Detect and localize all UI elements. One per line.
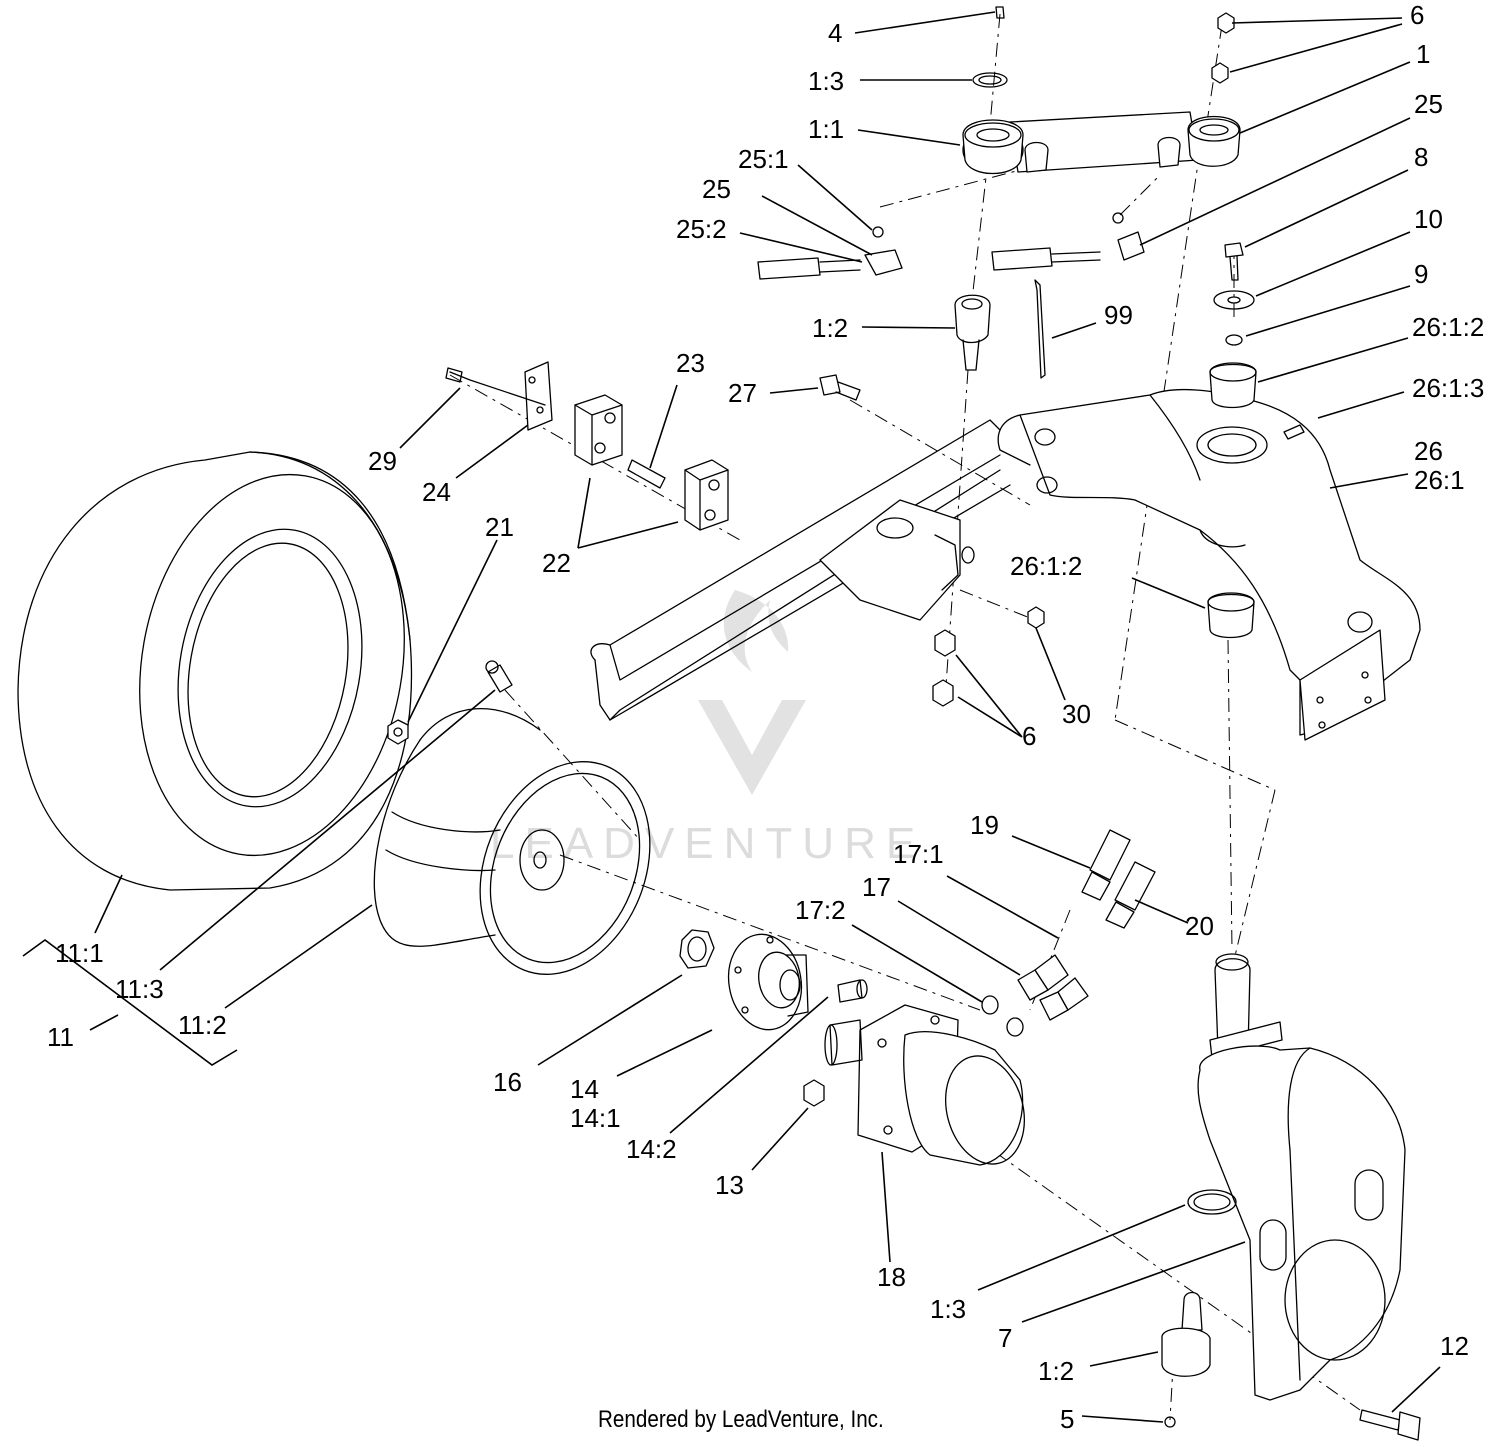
callout-6-upper: 6 <box>1410 0 1424 30</box>
callout-30: 30 <box>1062 699 1091 729</box>
callout-27: 27 <box>728 378 757 408</box>
callout-1: 1 <box>1416 39 1430 69</box>
clamp-blocks <box>574 394 729 531</box>
caster-fork <box>1197 953 1406 1401</box>
stud-bolt <box>837 979 868 1003</box>
callout-11-3: 11:3 <box>115 974 164 1004</box>
quick-couplers <box>1081 829 1156 929</box>
jam-nuts-lower <box>932 629 956 707</box>
callout-26-1-3: 26:1:3 <box>1412 373 1484 403</box>
callout-25-2: 25:2 <box>676 214 727 244</box>
steering-cylinder <box>962 111 1241 175</box>
retaining-ring-lower <box>1187 1189 1237 1215</box>
motor-nut <box>803 1079 825 1107</box>
mounting-bracket <box>445 361 553 431</box>
jam-nuts-upper <box>1211 12 1235 84</box>
callout-17-1: 17:1 <box>893 839 944 869</box>
leader-lines <box>22 11 1441 1423</box>
callout-16: 16 <box>493 1067 522 1097</box>
callout-17-2: 17:2 <box>795 895 846 925</box>
callout-26-1-2-upper: 26:1:2 <box>1412 312 1484 342</box>
flame-logo-icon <box>723 590 789 672</box>
callout-21: 21 <box>485 512 514 542</box>
v-logo-icon <box>698 700 806 795</box>
tire <box>17 451 413 891</box>
callout-25-1: 25:1 <box>738 144 789 174</box>
rendered-by-footer: Rendered by LeadVenture, Inc. <box>598 1406 884 1433</box>
callout-19: 19 <box>970 810 999 840</box>
assembly-centerlines <box>449 13 1361 1421</box>
caster-frame <box>997 388 1421 741</box>
callout-9: 9 <box>1414 259 1428 289</box>
callout-11: 11 <box>47 1022 74 1052</box>
callout-1-2-lower: 1:2 <box>1038 1356 1074 1386</box>
callout-1-2-upper: 1:2 <box>812 313 848 343</box>
callout-99: 99 <box>1104 300 1133 330</box>
callout-5: 5 <box>1060 1404 1074 1434</box>
wheel-hub <box>727 933 809 1031</box>
mounting-channel <box>590 419 1011 721</box>
pivot-bolt <box>1359 1409 1421 1441</box>
hydraulic-motor <box>824 1004 1026 1166</box>
watermark: LEADVENTURE <box>490 590 925 868</box>
callout-11-1: 11:1 <box>55 938 104 968</box>
watermark-text: LEADVENTURE <box>490 819 925 868</box>
callout-14: 14 <box>570 1074 599 1104</box>
ball-joint-lower <box>1161 1291 1211 1377</box>
callout-1-3-upper: 1:3 <box>808 66 844 96</box>
callout-18: 18 <box>877 1262 906 1292</box>
lug-nut <box>387 719 409 745</box>
callout-10: 10 <box>1414 204 1443 234</box>
callout-24: 24 <box>422 477 451 507</box>
callout-14-2: 14:2 <box>626 1134 677 1164</box>
bushing-upper <box>1209 362 1257 409</box>
callout-12: 12 <box>1440 1331 1469 1361</box>
callout-20: 20 <box>1185 911 1214 941</box>
hex-nut <box>679 929 715 969</box>
callout-8: 8 <box>1414 142 1428 172</box>
wheel-rim <box>373 707 651 975</box>
callout-14-1: 14:1 <box>570 1103 621 1133</box>
callout-4: 4 <box>828 18 842 48</box>
callout-6-lower: 6 <box>1022 721 1036 751</box>
callout-1-3-lower: 1:3 <box>930 1294 966 1324</box>
callout-29: 29 <box>368 446 397 476</box>
hex-bolt <box>819 374 861 401</box>
callout-26-1: 26:1 <box>1414 465 1465 495</box>
callout-13: 13 <box>715 1170 744 1200</box>
callout-7: 7 <box>998 1323 1012 1353</box>
bolt-washer-stack <box>1213 242 1255 346</box>
grease-fitting-upper <box>995 6 1005 19</box>
callout-25-right: 25 <box>1414 89 1443 119</box>
cable-tie <box>1034 279 1046 379</box>
callout-1-1: 1:1 <box>808 114 844 144</box>
frame-grease-fitting <box>1283 424 1305 440</box>
bushing-lower <box>1207 592 1255 639</box>
valve-stem <box>485 660 513 693</box>
elbow-fittings <box>981 954 1089 1037</box>
callout-25-left: 25 <box>702 174 731 204</box>
callout-17: 17 <box>862 872 891 902</box>
callout-11-2: 11:2 <box>178 1010 227 1040</box>
hydraulic-hose-fittings <box>757 212 1145 280</box>
callout-22: 22 <box>542 548 571 578</box>
callout-26-1-2-lower: 26:1:2 <box>1010 551 1082 581</box>
callout-labels: 4 1:3 1:1 25:1 25 25:2 6 1 25 8 10 9 26:… <box>47 0 1484 1434</box>
ball-joint-upper <box>954 294 991 371</box>
frame-nut <box>1027 606 1045 629</box>
grease-fitting-lower <box>1164 1416 1176 1428</box>
callout-23: 23 <box>676 348 705 378</box>
callout-26: 26 <box>1414 436 1443 466</box>
retaining-ring-upper <box>972 72 1008 88</box>
